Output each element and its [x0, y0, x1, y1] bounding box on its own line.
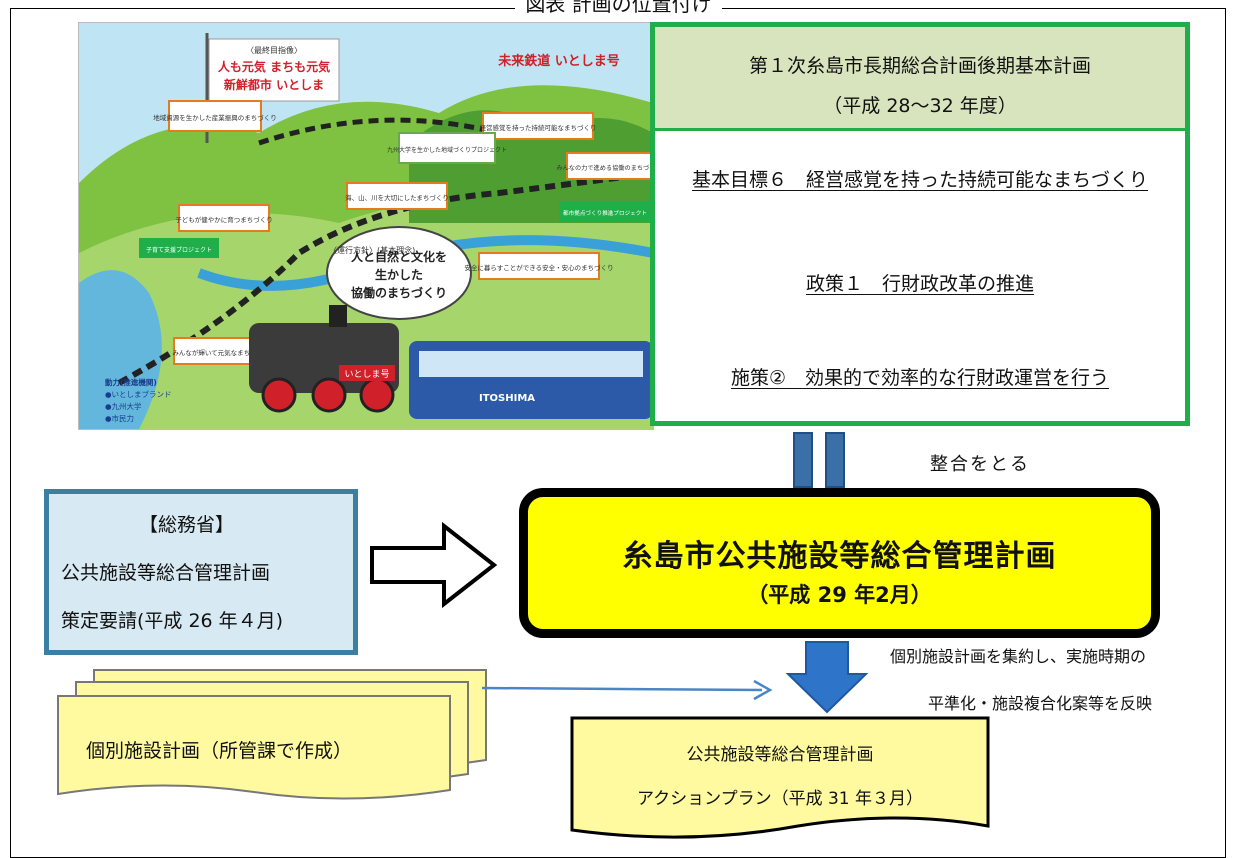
figure-title: 図表 計画の位置付け	[0, 0, 1237, 17]
sign-project-3: 都市拠点づくり推進プロジェクト	[563, 209, 647, 217]
sign-2: 子どもが健やかに育つまちづくり	[175, 215, 273, 224]
long-term-plan-title: 第１次糸島市長期総合計画後期基本計画	[748, 55, 1091, 77]
ministry-line-2: 策定要請(平成 26 年４月)	[61, 610, 284, 632]
action-plan-title: 公共施設等総合管理計画	[686, 745, 874, 765]
flag-line-2: 新鮮都市 いとしま	[224, 77, 324, 92]
ministry-line-1: 公共施設等総合管理計画	[61, 562, 271, 584]
aggregation-note-2: 平準化・施設複合化案等を反映	[928, 694, 1153, 713]
sign-6: みんなの力で進める協働のまちづくり	[556, 164, 653, 172]
action-plan-document	[570, 716, 990, 839]
long-term-plan-box: 第１次糸島市長期総合計画後期基本計画 （平成 28～32 年度） 基本目標６ 経…	[650, 22, 1190, 426]
individual-to-action-arrow	[481, 679, 773, 701]
basic-goal: 基本目標６ 経営感覚を持った持続可能なまちづくり	[691, 169, 1148, 191]
ministry-request-box: 【総務省】 公共施設等総合管理計画 策定要請(平成 26 年４月)	[44, 489, 358, 655]
individual-plan-documents	[57, 669, 487, 800]
main-plan-title: 糸島市公共施設等総合管理計画	[622, 539, 1057, 574]
individual-plan-label: 個別施設計画（所管課で作成）	[86, 740, 353, 762]
aggregation-arrow	[785, 641, 869, 714]
main-plan-box: 糸島市公共施設等総合管理計画 （平成 29 年2月）	[519, 488, 1160, 638]
sign-4: 安全に暮らすことができる安全・安心のまちづくり	[464, 263, 613, 272]
long-term-plan-header: 第１次糸島市長期総合計画後期基本計画 （平成 28～32 年度）	[655, 27, 1185, 131]
aggregation-note-1: 個別施設計画を集約し、実施時期の	[890, 647, 1147, 666]
sign-project-2: 子育て支援プロジェクト	[146, 246, 212, 254]
power-title: 動力(推進機関)	[105, 377, 157, 387]
measure: 施策② 効果的で効率的な行財政運営を行う	[730, 367, 1110, 389]
railway-label: 未来鉄道 いとしま号	[497, 53, 620, 69]
sign-3: 海、山、川を大切にしたまちづくり	[345, 193, 449, 202]
policy: 政策１ 行財政改革の推進	[805, 273, 1034, 295]
center-small-text: 〈運行方針〉(基本理念)	[329, 245, 415, 255]
center-text-3: 協働のまちづくり	[351, 285, 447, 300]
train-name: いとしま号	[344, 369, 389, 380]
power-item-3: ●市民力	[105, 413, 134, 423]
alignment-note: 整合をとる	[930, 454, 1030, 475]
sign-7: 地域資源を生かした産業振興のまちづくり	[153, 113, 277, 122]
center-text-2: 生かした	[375, 267, 423, 282]
sign-1: みんなが輝いて元気なまちづくり	[172, 348, 269, 357]
ministry-name: 【総務省】	[139, 514, 235, 536]
power-item-2: ●九州大学	[105, 401, 142, 411]
alignment-bar-left	[793, 432, 813, 488]
flag-small-text: 〈最終目指像〉	[246, 45, 302, 55]
sign-project-1: 九州大学を生かした地域づくりプロジェクト	[387, 146, 507, 154]
train-side-text: ITOSHIMA	[479, 393, 535, 404]
sign-5: 経営感覚を持った持続可能なまちづくり	[480, 123, 597, 132]
action-plan-subtitle: アクションプラン（平成 31 年３月）	[636, 789, 924, 809]
flag-line-1: 人も元気 まちも元気	[218, 59, 330, 74]
main-plan-date: （平成 29 年2月）	[747, 583, 932, 607]
itoshima-railway-illustration: 〈最終目指像〉 人も元気 まちも元気 新鮮都市 いとしま 未来鉄道 いとしま号 …	[78, 22, 654, 430]
center-text-1: 人と自然と文化を	[351, 249, 447, 264]
request-arrow	[370, 521, 498, 609]
alignment-bar-right	[825, 432, 845, 488]
long-term-plan-period: （平成 28～32 年度）	[823, 95, 1017, 117]
power-item-1: ●いとしまブランド	[105, 389, 172, 399]
